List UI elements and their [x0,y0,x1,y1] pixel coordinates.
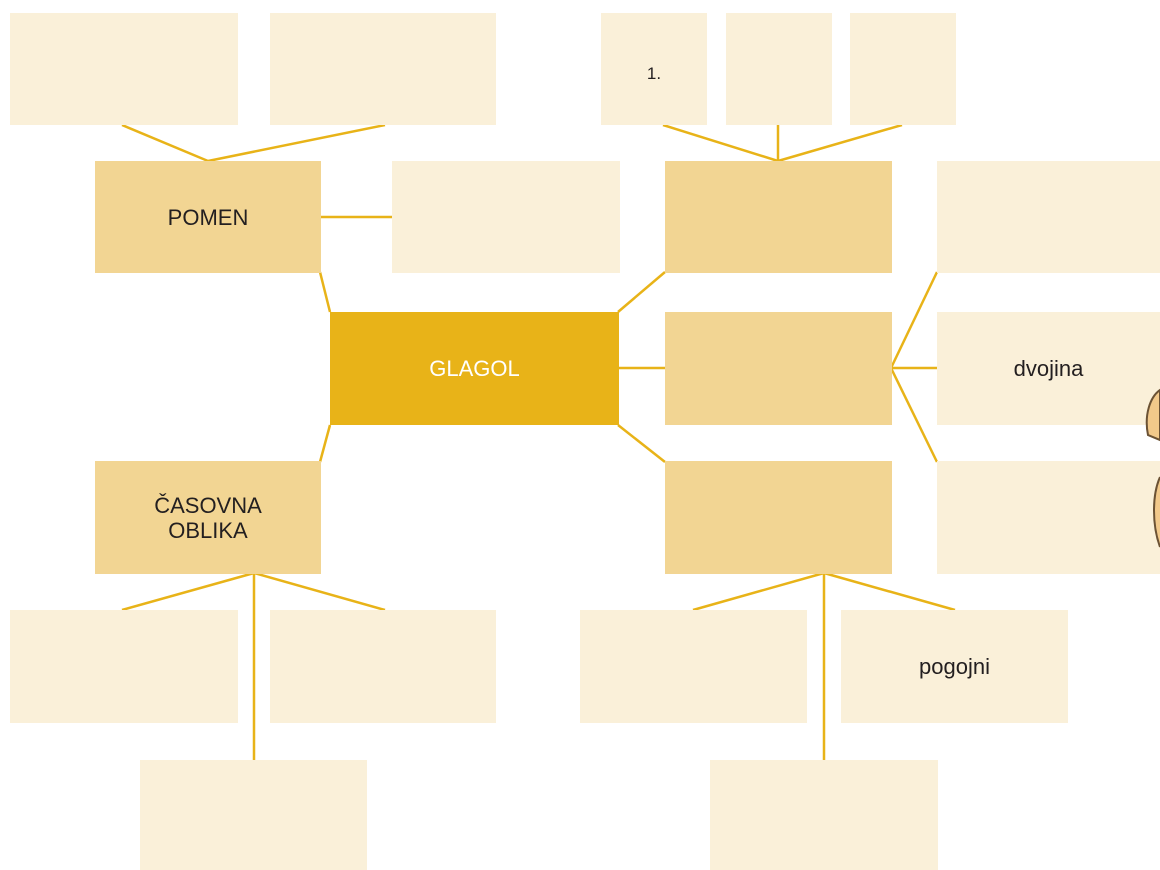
right-mid-node[interactable] [665,312,892,425]
link-center-right-bottom [617,424,666,463]
right-leaf-box-3[interactable] [937,461,1160,574]
illustration-fragment [1145,388,1160,548]
link-pomen-top-right [207,123,386,163]
casovna-oblika-node: ČASOVNA OBLIKA [95,461,321,574]
link-center-pomen [318,271,332,313]
top-small-box-3[interactable] [850,13,956,125]
right-leaf-box-2[interactable]: dvojina [937,312,1160,425]
bottom-left-box[interactable] [580,610,807,723]
link-center-casovna [318,424,332,463]
bottom-right-box[interactable]: pogojni [841,610,1068,723]
right-bottom-node[interactable] [665,461,892,574]
link-pomen-top-left [121,123,209,163]
link-casovna-left [121,571,255,612]
link-casovna-right [253,571,386,612]
dvojina-text: dvojina [1013,356,1084,381]
link-bottom-left [692,571,825,612]
top-small-text-1: 1. [646,63,662,83]
pogojni-text: pogojni [919,654,990,679]
casovna-left-box[interactable] [10,610,238,723]
link-center-right-top [617,271,666,313]
pomen-top-right-box[interactable] [270,13,496,125]
top-small-box-1[interactable]: 1. [601,13,707,125]
right-leaf-box-1[interactable] [937,161,1160,273]
casovna-right-box[interactable] [270,610,496,723]
pomen-label: POMEN [167,204,249,230]
link-right-3 [889,367,939,463]
casovna-bottom-box[interactable] [140,760,367,870]
right-top-node[interactable] [665,161,892,273]
link-right-1 [889,271,939,369]
hand-shape [1145,388,1160,442]
pomen-top-left-box[interactable] [10,13,238,125]
glagol-center-node: GLAGOL [330,312,619,425]
character-outline-shape [1153,476,1160,548]
link-small-3 [777,123,903,163]
bottom-bottom-box[interactable] [710,760,938,870]
link-small-1 [662,123,779,163]
pomen-node: POMEN [95,161,321,273]
casovna-oblika-label: ČASOVNA OBLIKA [154,492,262,543]
glagol-label: GLAGOL [429,356,520,381]
pomen-right-box[interactable] [392,161,620,273]
link-bottom-right [823,571,956,612]
top-small-box-2[interactable] [726,13,832,125]
